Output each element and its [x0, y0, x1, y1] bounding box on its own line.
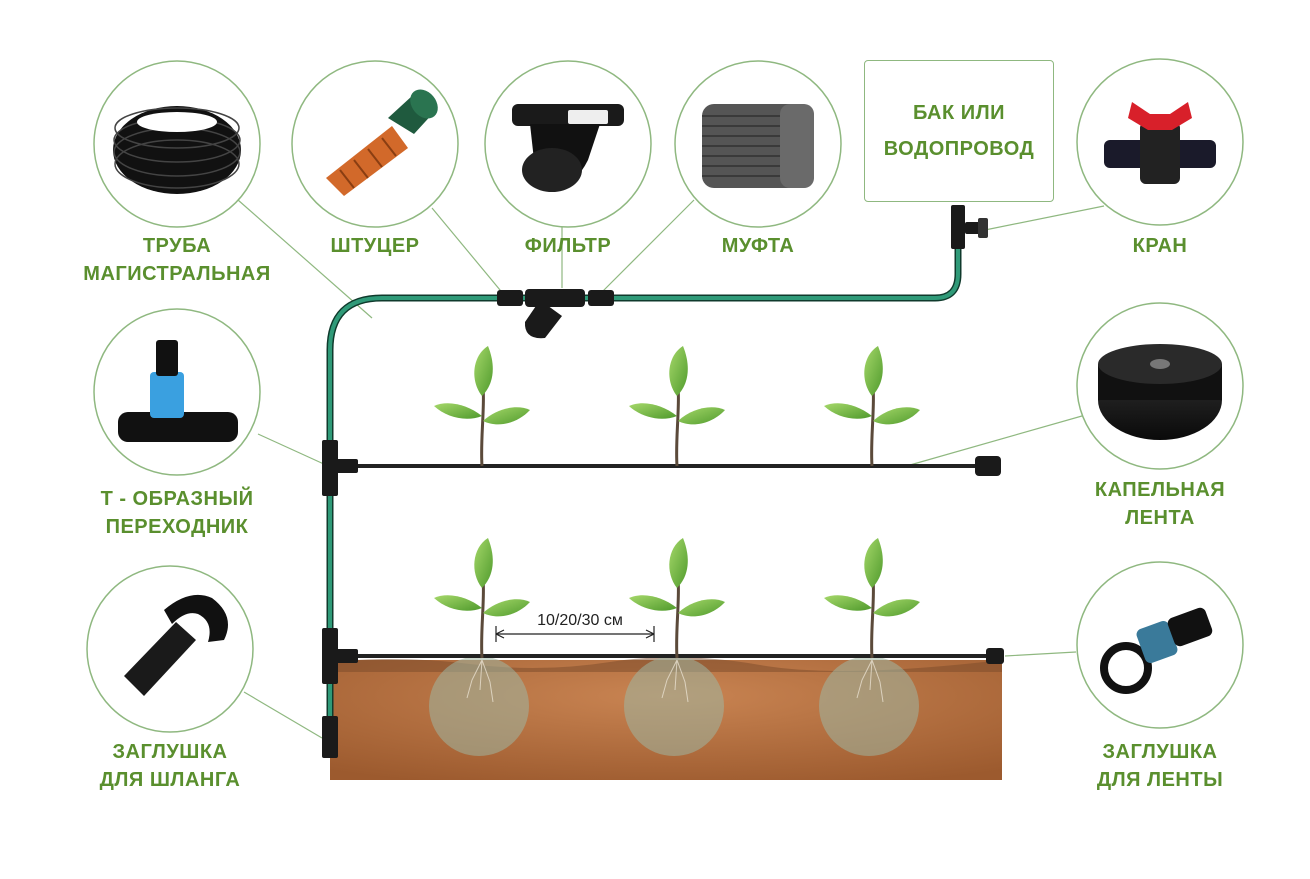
- label-tee: Т - ОБРАЗНЫЙ ПЕРЕХОДНИК: [100, 488, 254, 538]
- tank-tee: [951, 205, 988, 249]
- tape-end-plug-icon: [1100, 607, 1213, 694]
- spacing-dimension: [495, 626, 655, 642]
- tee-connector-icon: [118, 340, 238, 442]
- label-main-pipe: ТРУБА МАГИСТРАЛЬНАЯ: [83, 235, 271, 285]
- gray-coupling-icon: [702, 104, 814, 188]
- wetting-zone-3: [819, 656, 919, 756]
- disc-filter-icon: [512, 104, 624, 192]
- wetting-zone-1: [429, 656, 529, 756]
- tank-line-2: ВОДОПРОВОД: [883, 138, 1035, 160]
- wetting-zone-2: [624, 656, 724, 756]
- tape-fittings: [322, 440, 1004, 758]
- soil-bed: [330, 656, 1002, 780]
- red-handle-valve-icon: [1104, 102, 1216, 184]
- label-fitting: ШТУЦЕР: [330, 235, 420, 257]
- orange-hose-fitting-icon: [326, 89, 438, 196]
- label-filter: ФИЛЬТР: [524, 235, 612, 257]
- tank-line-1: БАК ИЛИ: [912, 102, 1006, 124]
- label-hose-plug: ЗАГЛУШКА ДЛЯ ШЛАНГА: [99, 741, 241, 791]
- drip-tape-roll-icon: [1098, 344, 1222, 440]
- label-coupling: МУФТА: [721, 235, 795, 257]
- label-valve: КРАН: [1132, 235, 1188, 257]
- label-tape-plug: ЗАГЛУШКА ДЛЯ ЛЕНТЫ: [1096, 741, 1224, 791]
- connector-lines: [237, 199, 1105, 739]
- coiled-black-pipe-icon: [113, 106, 241, 194]
- inline-fittings: [497, 289, 614, 339]
- tank-or-water-supply-box: БАК ИЛИ ВОДОПРОВОД: [864, 60, 1054, 202]
- hose-end-plug-icon: [124, 594, 228, 696]
- main-pipe: [328, 222, 960, 740]
- spacing-label: 10/20/30 см: [537, 612, 623, 629]
- label-drip-tape: КАПЕЛЬНАЯ ЛЕНТА: [1094, 479, 1226, 529]
